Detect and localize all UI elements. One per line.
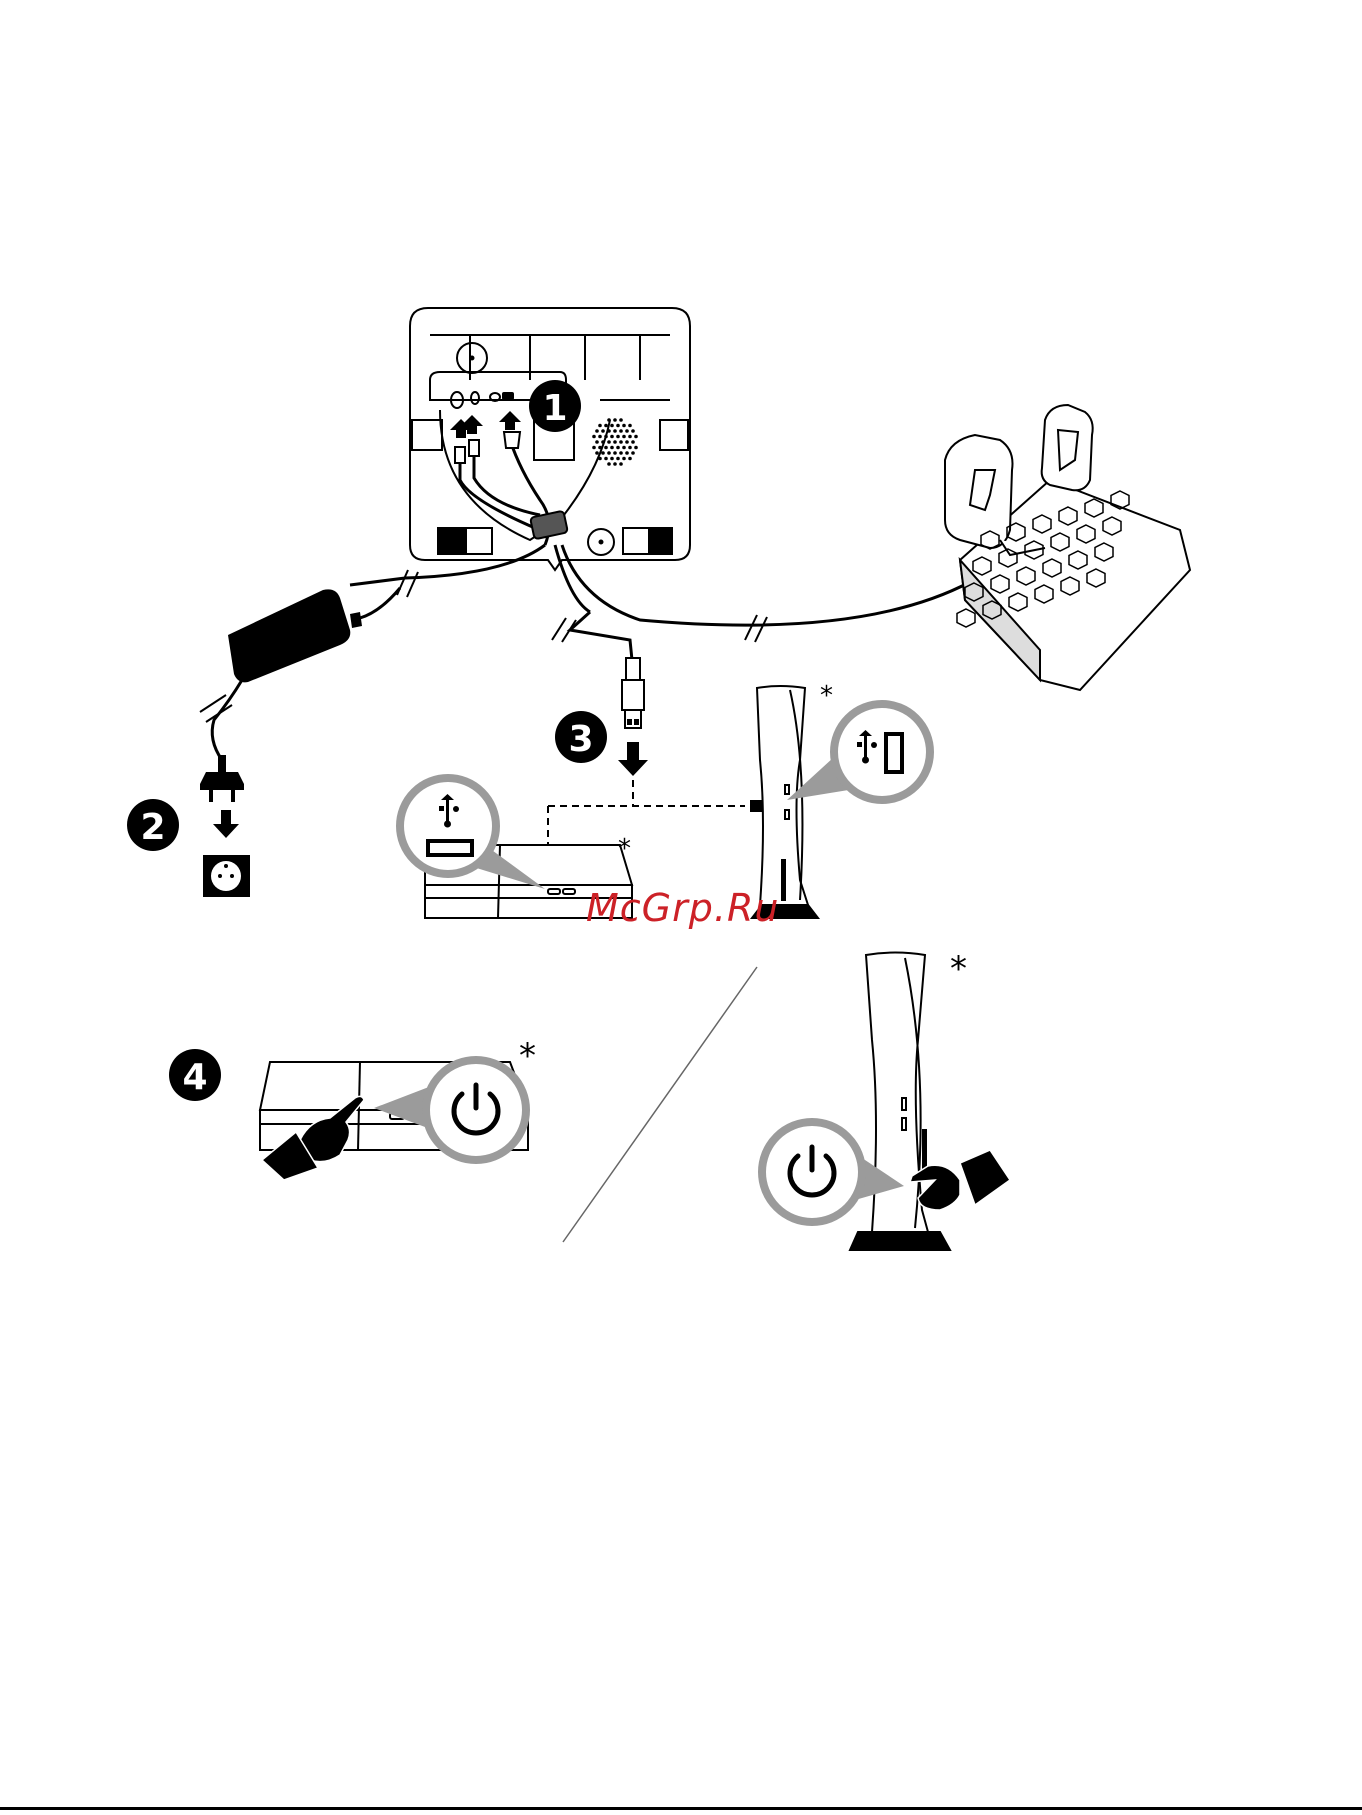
ps5-usb-zoom <box>787 704 930 800</box>
grille-dot <box>610 457 614 461</box>
grille-dot <box>634 435 638 439</box>
grille-dot <box>601 451 605 455</box>
grille-dot <box>613 418 617 422</box>
grille-dot <box>631 451 635 455</box>
arrow-down-icon <box>213 810 239 838</box>
grille-dot <box>610 424 614 428</box>
watermark: McGrp.Ru <box>586 886 779 930</box>
grille-dot <box>616 446 620 450</box>
grille-dot <box>607 462 611 466</box>
grille-dot <box>613 462 617 466</box>
grille-dot <box>604 457 608 461</box>
step-number: 3 <box>568 719 593 760</box>
arrow-down-icon <box>618 742 648 776</box>
dashed-routes <box>548 780 745 855</box>
grille-dot <box>604 435 608 439</box>
grille-dot <box>595 429 599 433</box>
grille-dot <box>619 440 623 444</box>
step-number: 1 <box>542 388 567 429</box>
step-badge-1: 1 <box>529 380 581 432</box>
grille-dot <box>610 446 614 450</box>
grille-dot <box>625 451 629 455</box>
grille-dot <box>601 429 605 433</box>
grille-dot <box>607 451 611 455</box>
grille-dot <box>622 457 626 461</box>
grille-dot <box>595 440 599 444</box>
ps5-console-connect <box>752 686 818 918</box>
grille-dot <box>619 418 623 422</box>
grille-dot <box>598 435 602 439</box>
socket-icon <box>203 855 250 897</box>
grille-dot <box>613 440 617 444</box>
grille-dot <box>631 440 635 444</box>
grille-dot <box>631 429 635 433</box>
grille-dot <box>598 446 602 450</box>
grille-dot <box>613 451 617 455</box>
step-badge-3: 3 <box>555 711 607 763</box>
step-badge-4: 4 <box>169 1049 221 1101</box>
grille-dot <box>610 435 614 439</box>
usb-connector <box>622 658 644 728</box>
asterisk-ps5-power: * <box>950 949 967 989</box>
grille-dot <box>598 424 602 428</box>
grille-dot <box>628 457 632 461</box>
grille-dot <box>619 462 623 466</box>
grille-dot <box>634 446 638 450</box>
grille-dot <box>628 424 632 428</box>
asterisk-ps4-connect: * <box>618 834 631 864</box>
asterisk-ps4-power: * <box>519 1036 536 1076</box>
grille-dot <box>616 424 620 428</box>
grille-dot <box>598 457 602 461</box>
asterisk-ps5-connect: * <box>820 681 833 711</box>
grille-dot <box>619 451 623 455</box>
step-divider <box>563 967 757 1242</box>
grille-dot <box>622 424 626 428</box>
grille-dot <box>625 429 629 433</box>
plug-icon <box>200 755 244 802</box>
grille-dot <box>613 429 617 433</box>
step-number: 2 <box>140 807 165 848</box>
grille-dot <box>604 446 608 450</box>
step-badge-2: 2 <box>127 799 179 851</box>
grille-dot <box>619 429 623 433</box>
grille-dot <box>628 435 632 439</box>
grille-dot <box>622 446 626 450</box>
grille-dot <box>616 435 620 439</box>
grille-dot <box>592 446 596 450</box>
grille-dot <box>595 451 599 455</box>
grille-dot <box>607 429 611 433</box>
grille-dot <box>607 418 611 422</box>
grille-dot <box>592 435 596 439</box>
grille-dot <box>616 457 620 461</box>
grille-dot <box>622 435 626 439</box>
grille-dot <box>607 440 611 444</box>
page-bottom-rule <box>0 1807 1362 1810</box>
pedal-plate-hex <box>957 609 975 627</box>
grille-dot <box>625 440 629 444</box>
step-number: 4 <box>182 1057 207 1098</box>
grille-dot <box>604 424 608 428</box>
grille-dot <box>601 440 605 444</box>
power-adapter <box>212 588 400 760</box>
grille-dot <box>628 446 632 450</box>
